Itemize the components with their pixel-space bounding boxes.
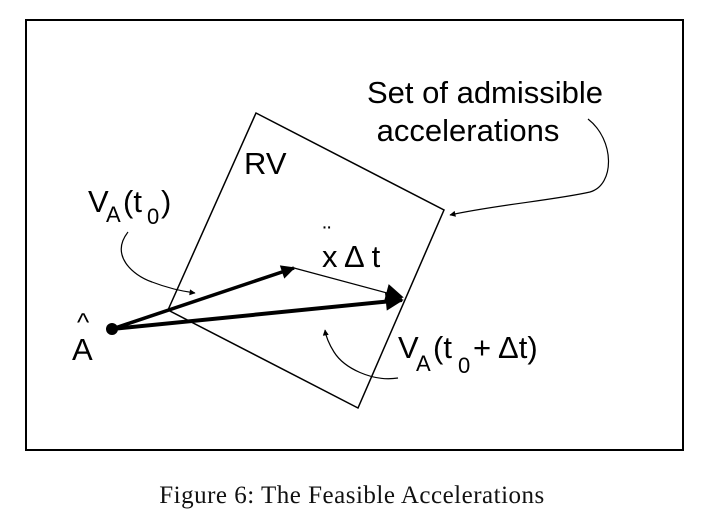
set-pointer-arrow bbox=[449, 118, 610, 217]
rv-label: RV bbox=[244, 146, 287, 181]
set-label-line1: Set of admissible bbox=[367, 75, 603, 110]
figure-frame bbox=[25, 19, 684, 451]
va-t0-label-close: ) bbox=[161, 184, 171, 219]
va-t0-dt-label-open: (t bbox=[433, 330, 452, 365]
va-t0-label-open: (t bbox=[123, 184, 142, 219]
va-t0-label-sub-0: 0 bbox=[147, 204, 159, 229]
figure-caption: Figure 6: The Feasible Accelerations bbox=[159, 482, 545, 509]
acceleration-increment-vector bbox=[293, 267, 404, 302]
va-t0-dt-pointer-arrow bbox=[322, 329, 399, 380]
xdd-label-dots: ¨ bbox=[323, 222, 331, 249]
va-t0-dt-label-base: V bbox=[398, 330, 419, 365]
va-t0-label-sub-a: A bbox=[106, 202, 121, 227]
va-t0-dt-label-sub-a: A bbox=[416, 351, 431, 376]
va-t0-dt-label-rest: + Δt) bbox=[473, 330, 538, 365]
xdd-label-delta-t: Δ t bbox=[344, 239, 381, 274]
set-label-line2: accelerations bbox=[377, 113, 560, 148]
velocity-vector-t0-dt bbox=[111, 292, 404, 331]
a-hat-label-hat: ^ bbox=[77, 307, 90, 337]
admissible-set-rectangle bbox=[167, 111, 445, 410]
velocity-vector-t0 bbox=[111, 265, 296, 331]
va-t0-pointer-arrow bbox=[120, 231, 196, 296]
feasible-accelerations-diagram: Set of admissible accelerations RV V A (… bbox=[25, 19, 684, 451]
va-t0-label-base: V bbox=[88, 184, 109, 219]
a-hat-label-letter: A bbox=[72, 332, 93, 367]
xdd-label-x: x bbox=[322, 239, 338, 274]
va-t0-dt-label-sub-0: 0 bbox=[458, 353, 470, 378]
